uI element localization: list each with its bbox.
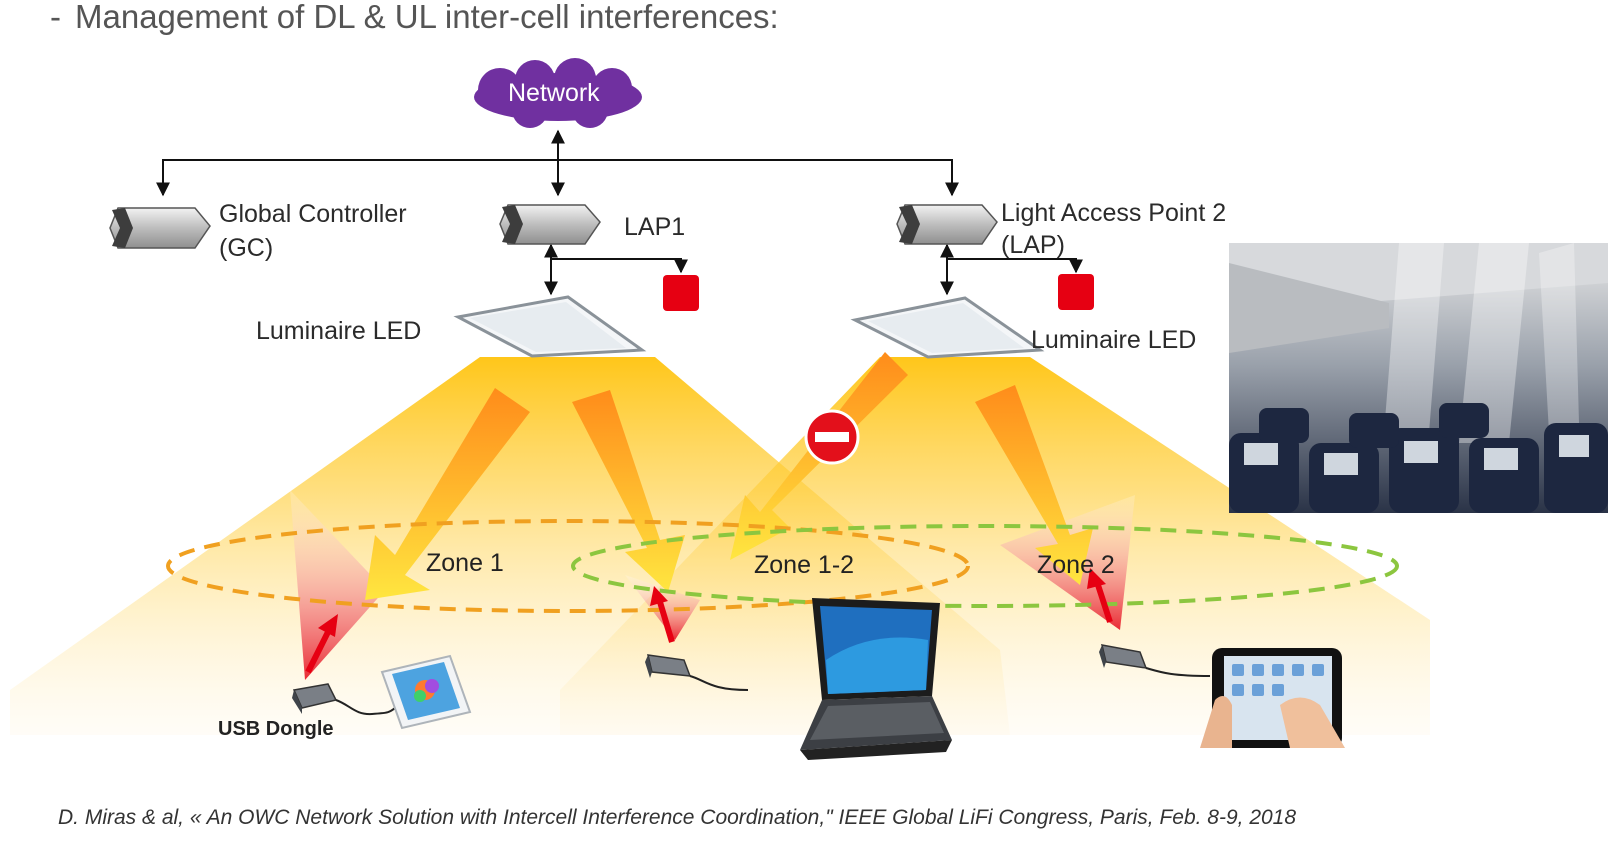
usb-dongle-zone12-icon: [645, 654, 749, 691]
smartphone-icon: [380, 654, 472, 730]
gc-label-line2: (GC): [219, 234, 274, 262]
uplink-arrow-zone2-icon: [1087, 568, 1113, 623]
citation: D. Miras & al, « An OWC Network Solution…: [58, 806, 1297, 829]
network-links: [156, 129, 1083, 296]
uplink-cone-zone1: [290, 490, 385, 680]
network-cloud-icon: [474, 58, 642, 128]
network-label: Network: [508, 79, 600, 107]
lap2-label-line2: (LAP): [1001, 231, 1065, 259]
zone2-label: Zone 2: [1037, 551, 1115, 579]
lap1-box-icon: [499, 204, 601, 245]
downlink-arrow-zone2: [975, 385, 1093, 585]
gc-label-line1: Global Controller: [219, 200, 407, 228]
luminaire-led-right-icon: [850, 296, 1045, 359]
interference-block-icon: [804, 409, 860, 465]
title-bullet: -: [50, 0, 61, 35]
zone1-label: Zone 1: [426, 549, 504, 577]
lap2-box-icon: [896, 204, 998, 245]
usb-dongle-zone1-icon: [292, 683, 396, 716]
lap2-modem-icon: [1058, 274, 1094, 310]
aircraft-cabin-image: [1229, 243, 1608, 513]
laptop-icon: [800, 598, 952, 760]
usb-dongle-label: USB Dongle: [218, 718, 334, 740]
uplink-arrow-zone12-icon: [650, 586, 675, 643]
light-cone-right: [560, 357, 1430, 735]
luminaire-left-label: Luminaire LED: [256, 317, 422, 345]
luminaire-right-label: Luminaire LED: [1031, 326, 1197, 354]
downlink-arrow-zone1: [365, 388, 530, 600]
zone2-boundary: [571, 524, 1399, 608]
lap2-label-line1: Light Access Point 2: [1001, 199, 1227, 227]
title-text: Management of DL & UL inter-cell interfe…: [75, 0, 779, 35]
tablet-icon: [1200, 648, 1345, 748]
lap1-label: LAP1: [624, 213, 686, 241]
luminaire-led-left-icon: [453, 295, 647, 358]
zone1-boundary: [166, 519, 970, 613]
zone12-label: Zone 1-2: [754, 551, 855, 579]
usb-dongle-zone2-icon: [1099, 644, 1211, 677]
global-controller-box-icon: [109, 207, 211, 249]
slide-title: -Management of DL & UL inter-cell interf…: [50, 0, 779, 36]
lap1-modem-icon: [663, 275, 699, 311]
uplink-arrow-zone1-icon: [305, 614, 338, 674]
aircraft-cabin-photo: [1229, 243, 1608, 513]
